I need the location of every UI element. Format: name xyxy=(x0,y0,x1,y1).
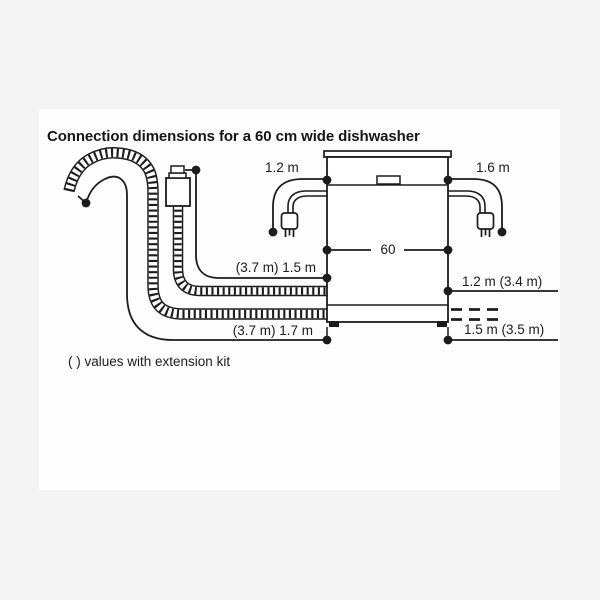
label-drain-hose-length: (3.7 m) 1.7 m xyxy=(232,323,313,338)
dishwasher-outline xyxy=(323,150,452,336)
extension-kit-footnote: ( ) values with extension kit xyxy=(68,354,231,369)
dim-line-cord-right xyxy=(448,178,503,232)
drain-hose xyxy=(63,147,328,320)
diagram-panel xyxy=(39,109,560,490)
label-supply-hose-length: (3.7 m) 1.5 m xyxy=(235,260,316,275)
label-cord-left-length: 1.2 m xyxy=(265,160,299,175)
label-width-60: 60 xyxy=(380,242,396,257)
power-plug-right-icon xyxy=(476,212,495,237)
base-extension-lines xyxy=(326,327,449,336)
foot-right xyxy=(437,321,447,327)
dim-line-cord-left xyxy=(272,178,327,232)
label-right-top-length: 1.2 m (3.4 m) xyxy=(462,274,543,289)
plinth-continuation-dashes xyxy=(451,308,503,321)
power-cord-left xyxy=(280,190,327,237)
label-cord-right-length: 1.6 m xyxy=(476,160,510,175)
power-plug-left-icon xyxy=(280,212,299,237)
dimension-dots xyxy=(81,165,507,345)
aquastop-valve-icon xyxy=(165,165,191,207)
water-supply-hose xyxy=(172,204,328,297)
power-cord-right xyxy=(448,190,495,237)
foot-left xyxy=(329,321,339,327)
label-right-bottom-length: 1.5 m (3.5 m) xyxy=(464,322,545,337)
diagram-title: Connection dimensions for a 60 cm wide d… xyxy=(47,128,420,145)
control-display xyxy=(376,175,401,185)
